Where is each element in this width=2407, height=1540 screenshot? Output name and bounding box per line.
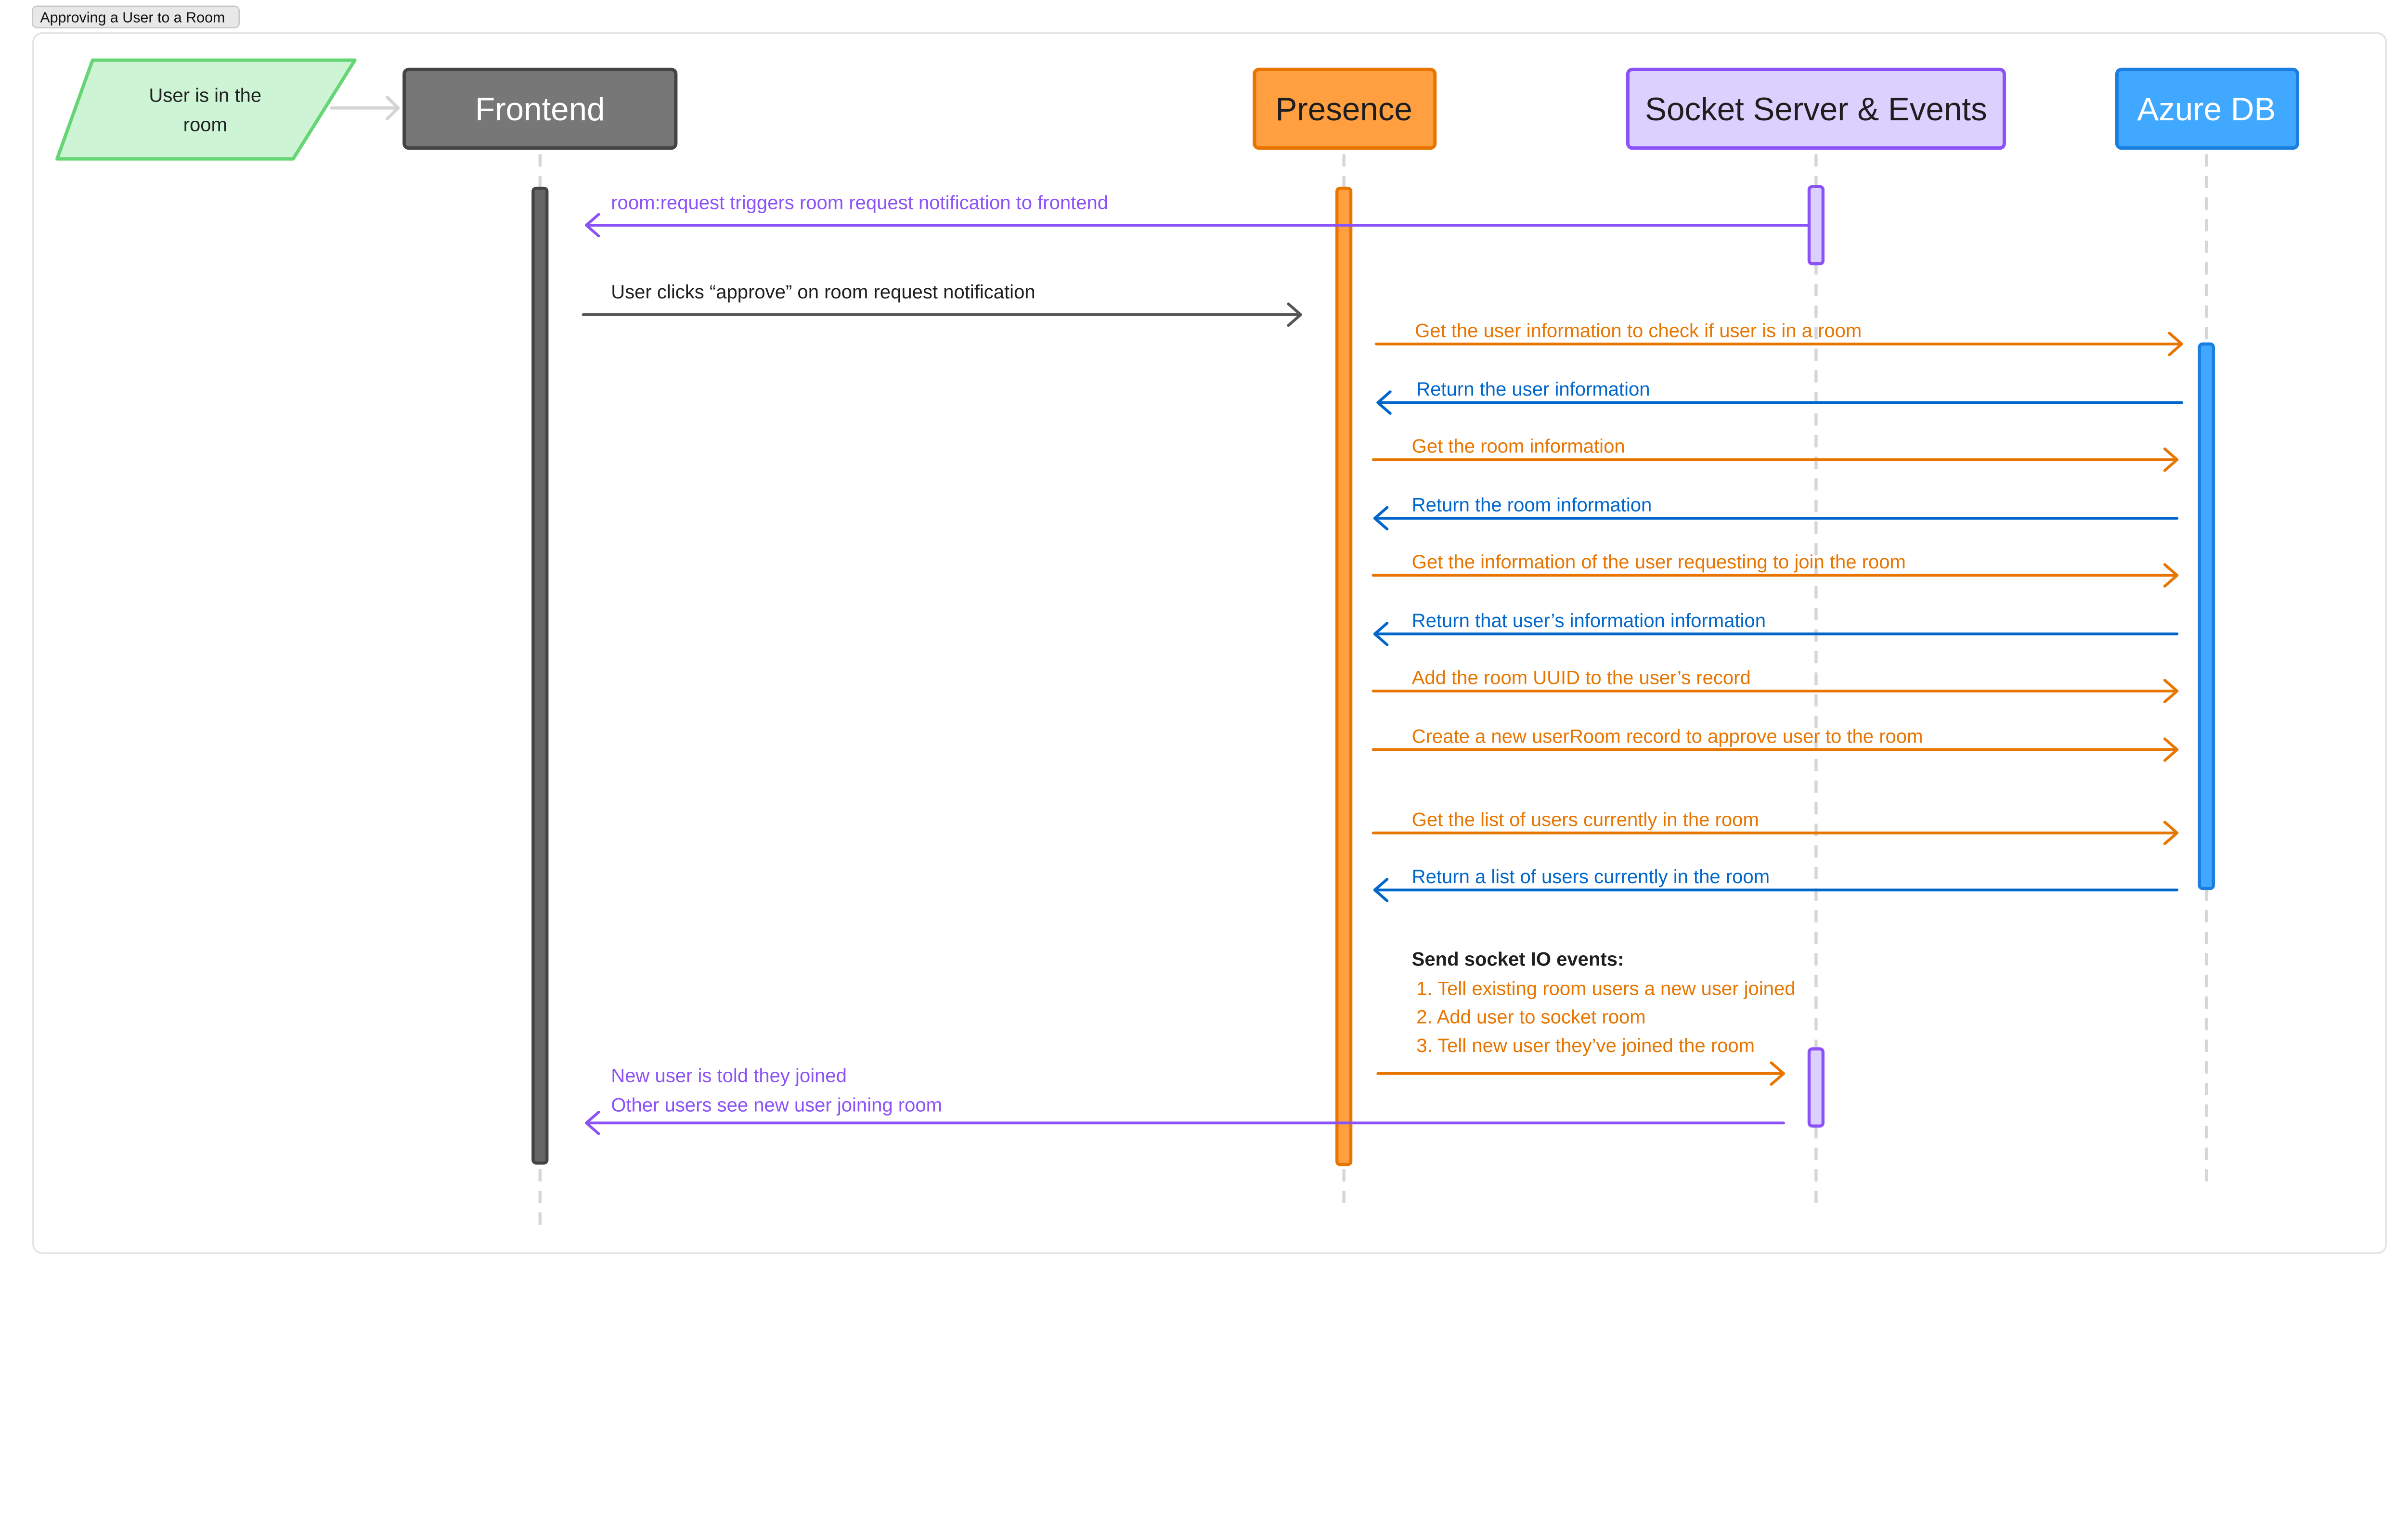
sequence-diagram: Approving a User to a Room User is in th… [32, 5, 2387, 1255]
diagram-title: Approving a User to a Room [40, 9, 225, 26]
message-label: New user is told they joined [611, 1065, 847, 1086]
activation-bar [1807, 1047, 1825, 1128]
message-label: User clicks “approve” on room request no… [611, 282, 1035, 303]
message-arrow: Add the room UUID to the user’s record [1372, 667, 2179, 704]
message-label: Other users see new user joining room [611, 1094, 942, 1116]
arrowhead-icon [1376, 390, 1392, 415]
start-arrow [330, 95, 401, 120]
arrowhead-icon [1770, 1061, 1786, 1086]
activation-bar [1807, 185, 1825, 266]
arrowhead-icon [1373, 506, 1389, 531]
participant-box [1253, 67, 1437, 150]
socket-note-item: 1. Tell existing room users a new user j… [1416, 978, 1795, 999]
start-node[interactable]: User is in the room [55, 58, 357, 161]
arrowhead-icon [2163, 679, 2179, 704]
participant-label: Socket Server & Events [1645, 91, 1987, 128]
arrowhead-icon [2163, 563, 2179, 588]
start-node-line-2: room [183, 114, 227, 135]
title-tag: Approving a User to a Room [32, 5, 240, 28]
frame [32, 32, 2387, 1255]
message-arrow: Return a list of users currently in the … [1373, 866, 2179, 902]
message-arrow: Get the information of the user requesti… [1372, 552, 2179, 588]
message-label: room:request triggers room request notif… [611, 192, 1108, 213]
message-arrow: User clicks “approve” on room request no… [582, 282, 1302, 327]
arrowhead-icon [2163, 737, 2179, 762]
message-label: Get the list of users currently in the r… [1412, 809, 1759, 830]
arrowhead-icon [585, 213, 600, 238]
message-arrow: Return the user information [1376, 379, 2183, 415]
message-arrow: room:request triggers room request notif… [585, 192, 1810, 238]
message-arrow: Return the room information [1373, 494, 2179, 531]
participant-label: Presence [1276, 91, 1412, 128]
participant-box [402, 67, 678, 150]
socket-note-item: 3. Tell new user they’ve joined the room [1416, 1035, 1755, 1056]
message-label: Add the room UUID to the user’s record [1412, 667, 1751, 688]
message-arrow: Get the room information [1372, 436, 2179, 472]
message-label: Return a list of users currently in the … [1412, 866, 1770, 887]
participant-azure-db[interactable]: Azure DB [2115, 67, 2299, 1188]
participant-frontend[interactable]: Frontend [402, 67, 678, 1227]
socket-note-item: 2. Add user to socket room [1416, 1007, 1645, 1028]
arrowhead-icon [1287, 302, 1302, 327]
message-label: Get the room information [1412, 436, 1625, 457]
participant-box [1626, 67, 2006, 150]
arrowhead-icon [1373, 878, 1389, 902]
socket-note-heading: Send socket IO events: [1412, 949, 1624, 970]
message-arrow: Get the user information to check if use… [1375, 320, 2183, 357]
arrowhead-icon [2163, 821, 2179, 846]
participant-socket-server-events[interactable]: Socket Server & Events [1626, 67, 2006, 1203]
start-node-line-1: User is in the [149, 85, 261, 106]
arrowhead-icon [585, 1111, 600, 1135]
message-label: Create a new userRoom record to approve … [1412, 726, 1923, 747]
message-arrow [1376, 1061, 1786, 1086]
activation-bar [531, 186, 549, 1165]
participant-label: Frontend [475, 91, 605, 128]
arrowhead-icon [1373, 621, 1389, 646]
message-label: Return that user’s information informati… [1412, 610, 1766, 631]
arrowhead-icon [2168, 332, 2183, 357]
arrowhead-icon [2163, 447, 2179, 472]
participant-label: Azure DB [2137, 91, 2276, 128]
activation-bar [1335, 186, 1353, 1167]
socket-note: Send socket IO events: 1. Tell existing r… [1412, 949, 1796, 1056]
message-arrow: Return that user’s information informati… [1373, 610, 2179, 646]
participant-box [2115, 67, 2299, 150]
participant-presence[interactable]: Presence [1253, 67, 1437, 1203]
message-label: Return the user information [1416, 379, 1650, 400]
message-label: Get the user information to check if use… [1415, 320, 1862, 341]
message-arrow: Create a new userRoom record to approve … [1372, 726, 2179, 762]
message-arrow: Get the list of users currently in the r… [1372, 809, 2179, 846]
message-label: Return the room information [1412, 494, 1652, 515]
message-label: Get the information of the user requesti… [1412, 552, 1906, 573]
activation-bar [2198, 342, 2215, 890]
